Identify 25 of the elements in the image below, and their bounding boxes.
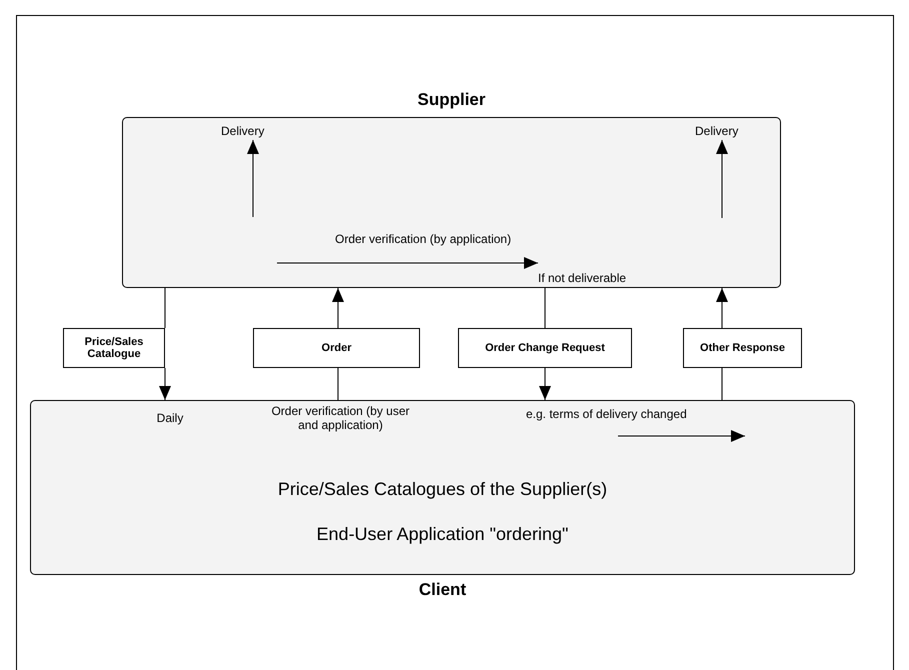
panel-text: Price/Sales Catalogues of the Supplier(s) bbox=[278, 479, 608, 500]
edge-label: Order verification (by application) bbox=[335, 233, 512, 247]
note-text: Order verification (by user and application) bbox=[270, 405, 411, 433]
panel-heading: Supplier bbox=[418, 90, 486, 110]
arrow bbox=[332, 288, 344, 328]
connector-line bbox=[544, 288, 546, 328]
panel-heading: Client bbox=[418, 580, 466, 600]
text-label: Delivery bbox=[221, 124, 275, 140]
message-box: Order bbox=[253, 328, 420, 368]
message-box: Other Response bbox=[683, 328, 802, 368]
arrow bbox=[716, 288, 728, 328]
message-box: Order Change Request bbox=[458, 328, 632, 368]
panel-text: End-User Application "ordering" bbox=[316, 524, 568, 545]
text-label: Delivery bbox=[695, 124, 749, 140]
arrow bbox=[247, 140, 259, 218]
arrow bbox=[539, 368, 551, 400]
arrow bbox=[159, 368, 171, 400]
note-text: Daily bbox=[156, 412, 184, 426]
arrow bbox=[618, 430, 746, 442]
arrow bbox=[716, 140, 728, 218]
text-label: e.g. terms of delivery changed bbox=[526, 401, 716, 436]
connector-line bbox=[164, 288, 166, 328]
arrow bbox=[276, 257, 538, 269]
text-label: If not deliverable bbox=[538, 256, 662, 286]
message-box: Price/Sales Catalogue bbox=[63, 328, 165, 368]
